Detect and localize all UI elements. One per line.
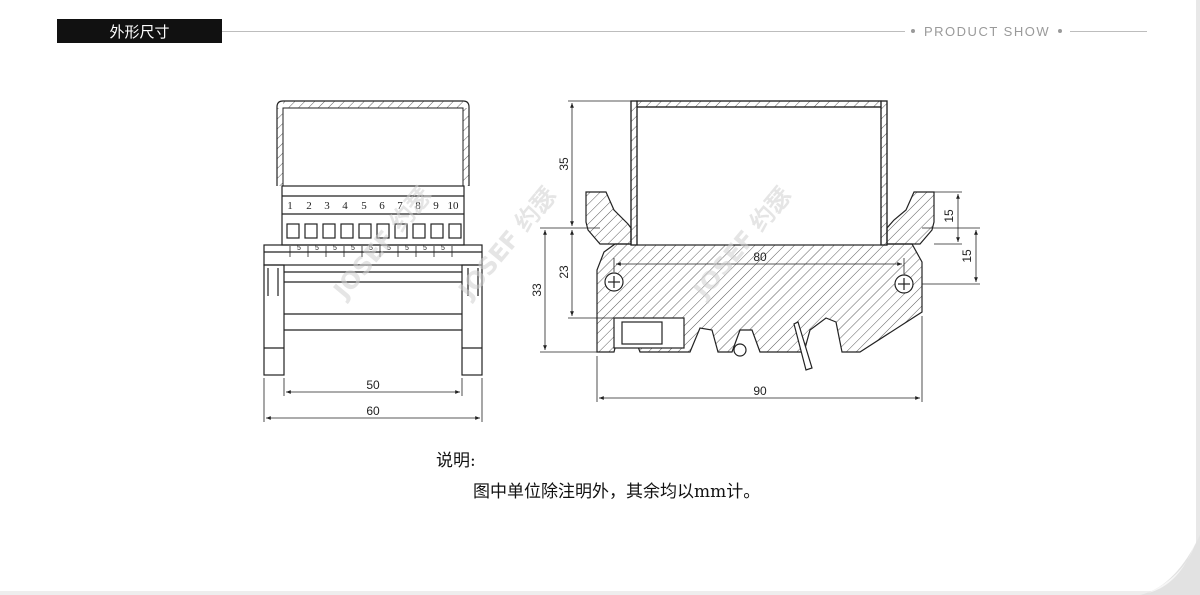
dimension-label-33: 33	[530, 283, 544, 297]
dimension-label-60: 60	[366, 404, 380, 418]
front-view	[263, 100, 483, 422]
pitch-label: 5	[351, 245, 355, 252]
pitch-label: 5	[423, 245, 427, 252]
dimension-label-clip-15: 15	[942, 209, 956, 223]
header-divider-right	[1070, 31, 1147, 32]
terminal-number: 9	[433, 200, 439, 212]
terminal-number: 3	[324, 200, 330, 212]
terminal-number: 8	[415, 200, 421, 212]
header-dot-right	[1058, 29, 1062, 33]
terminal-number: 5	[361, 200, 367, 212]
header-dot-left	[911, 29, 915, 33]
terminal-number: 2	[306, 200, 312, 212]
terminal-number: 1	[287, 200, 293, 212]
terminal-number: 10	[448, 200, 460, 212]
dimension-label-50: 50	[366, 378, 380, 392]
header-divider-left	[222, 31, 905, 32]
pitch-label: 5	[333, 245, 337, 252]
terminal-number: 7	[397, 200, 403, 212]
pitch-label: 5	[369, 245, 373, 252]
dimension-label-rail-15: 15	[960, 249, 974, 263]
pitch-label: 5	[297, 245, 301, 252]
dimension-label-90: 90	[753, 384, 767, 398]
header-tagline: PRODUCT SHOW	[924, 24, 1051, 39]
page-curl-icon	[1140, 535, 1200, 595]
side-view	[540, 100, 980, 402]
pitch-label: 5	[441, 245, 445, 252]
page-edge-right	[1196, 0, 1200, 595]
dimension-label-35: 35	[557, 157, 571, 171]
pitch-label: 5	[405, 245, 409, 252]
terminal-number: 6	[379, 200, 385, 212]
dimension-label-80: 80	[753, 250, 767, 264]
page-edge-bottom	[0, 591, 1200, 595]
pitch-label: 5	[315, 245, 319, 252]
note-label: 说明:	[436, 451, 476, 471]
terminal-number: 4	[342, 200, 348, 212]
section-title-tab: 外形尺寸	[57, 19, 222, 43]
dimension-label-23: 23	[557, 265, 571, 279]
pitch-label: 5	[387, 245, 391, 252]
note-text: 图中单位除注明外，其余均以mm计。	[473, 482, 761, 502]
